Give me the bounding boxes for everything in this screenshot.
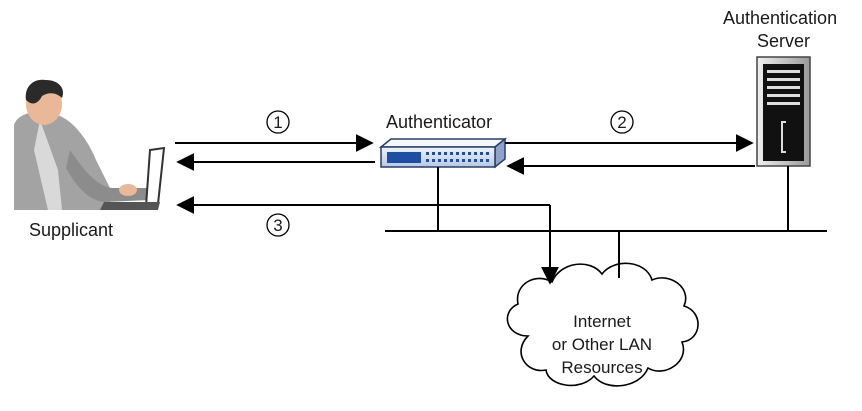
step-2-badge: 2 [610,110,634,134]
authenticator-label: Authenticator [386,112,492,132]
internet-label-line3: Resources [561,358,642,377]
authentication-server-icon [756,56,811,167]
supplicant-person-icon [14,79,166,210]
auth-server-label-line2: Server [757,31,810,51]
step-3-number: 3 [273,216,282,235]
auth-server-label-line1: Authentication [723,8,837,28]
step-3-badge: 3 [266,213,290,237]
internet-label-line1: Internet [573,312,631,331]
supplicant-label: Supplicant [29,220,113,240]
step-1-number: 1 [273,113,282,132]
internet-label-line2: or Other LAN [552,335,652,354]
step-2-number: 2 [617,113,626,132]
internet-cloud-icon [506,262,699,387]
authenticator-switch-icon [378,137,508,169]
step-1-badge: 1 [266,110,290,134]
